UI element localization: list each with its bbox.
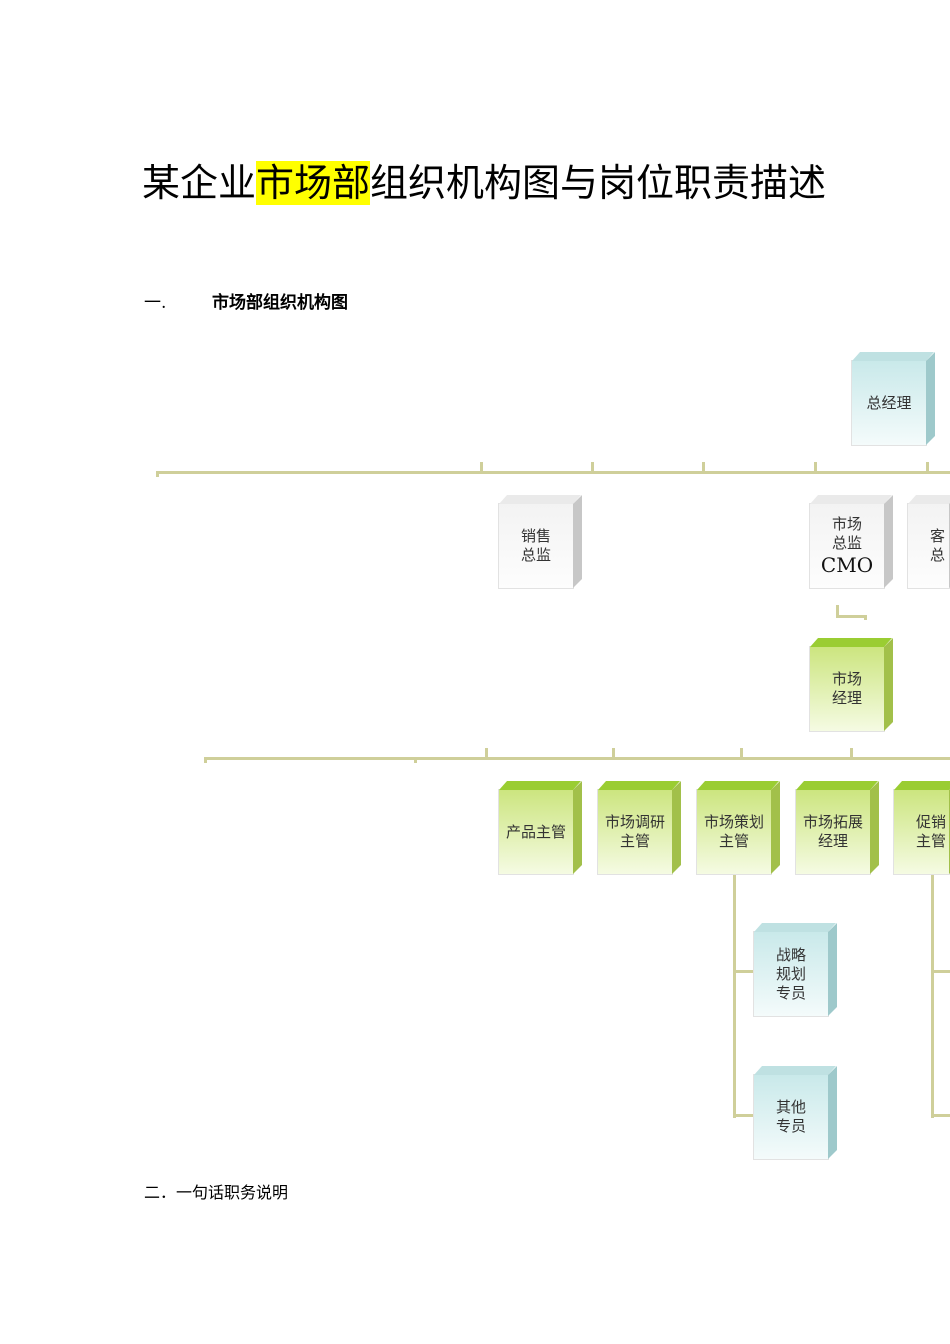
connector-tick bbox=[204, 757, 207, 763]
connector-tick bbox=[740, 748, 743, 758]
page-title: 某企业市场部组织机构图与岗位职责描述 bbox=[142, 160, 842, 206]
connector-tick bbox=[414, 757, 417, 763]
connector-tick bbox=[850, 748, 853, 758]
connector-top-horizontal bbox=[156, 471, 950, 474]
box-label: 市场拓展经理 bbox=[802, 813, 863, 850]
connector-tick bbox=[702, 462, 705, 472]
section-2-heading: 二．一句话职务说明 bbox=[144, 1183, 289, 1202]
box-label: 总经理 bbox=[866, 393, 912, 412]
connector-other-specialist bbox=[733, 1114, 753, 1117]
org-box-planning-supervisor: 市场策划主管 bbox=[696, 789, 772, 875]
connector-cmo-elbow-end bbox=[864, 615, 867, 620]
org-box-general-manager: 总经理 bbox=[851, 360, 927, 446]
connector-right-branch bbox=[931, 970, 950, 973]
connector-tick bbox=[485, 748, 488, 758]
box-label: 产品主管 bbox=[505, 822, 566, 841]
org-box-research-supervisor: 市场调研主管 bbox=[597, 789, 673, 875]
box-label: 客 总 bbox=[930, 527, 946, 564]
box-label: 战略 规划 专员 bbox=[775, 945, 806, 1002]
org-box-marketing-director: 市场 总监 CMO bbox=[809, 503, 885, 589]
connector-tick bbox=[926, 462, 929, 472]
connector-tick bbox=[814, 462, 817, 472]
connector-tick bbox=[480, 462, 483, 472]
connector-mid-horizontal bbox=[204, 757, 950, 760]
box-label: 促销 主管 bbox=[916, 813, 947, 850]
box-label: 市场 总监 bbox=[831, 515, 862, 552]
box-label: 市场 经理 bbox=[831, 670, 862, 707]
box-label-cmo: CMO bbox=[820, 553, 874, 577]
connector-tick bbox=[591, 462, 594, 472]
connector-tick bbox=[612, 748, 615, 758]
org-box-expansion-manager: 市场拓展经理 bbox=[795, 789, 871, 875]
connector-tick bbox=[156, 471, 159, 477]
org-box-product-supervisor: 产品主管 bbox=[498, 789, 574, 875]
box-label: 销售 总监 bbox=[520, 527, 551, 564]
org-box-marketing-manager: 市场 经理 bbox=[809, 646, 885, 732]
org-box-customer-director: 客 总 bbox=[907, 503, 950, 589]
title-highlight: 市场部 bbox=[256, 161, 371, 205]
connector-strategy-specialist bbox=[733, 970, 753, 973]
section-1-heading: 一. 市场部组织机构图 bbox=[144, 292, 348, 314]
section-1-title: 市场部组织机构图 bbox=[212, 293, 348, 313]
title-prefix: 某企业 bbox=[142, 161, 257, 205]
org-box-other-specialist: 其他 专员 bbox=[753, 1074, 829, 1160]
connector-cmo-elbow bbox=[836, 615, 867, 618]
box-label: 市场策划主管 bbox=[703, 813, 764, 850]
connector-right-branch bbox=[931, 1114, 950, 1117]
connector-specialists-vertical bbox=[733, 874, 736, 1118]
org-box-promotion-supervisor: 促销 主管 bbox=[893, 789, 950, 875]
connector-cmo-down bbox=[836, 605, 839, 617]
title-suffix: 组织机构图与岗位职责描述 bbox=[370, 161, 827, 205]
box-label: 市场调研主管 bbox=[604, 813, 665, 850]
org-box-strategy-specialist: 战略 规划 专员 bbox=[753, 931, 829, 1017]
section-1-number: 一. bbox=[144, 293, 167, 313]
connector-right-vertical bbox=[931, 874, 934, 1118]
org-box-sales-director: 销售 总监 bbox=[498, 503, 574, 589]
box-label: 其他 专员 bbox=[775, 1098, 806, 1135]
